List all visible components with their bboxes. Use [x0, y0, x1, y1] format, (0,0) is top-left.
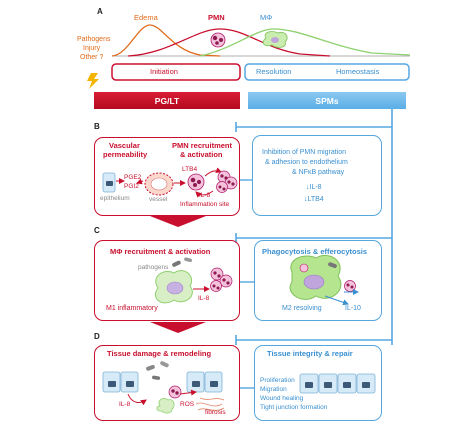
vascular-permeability-line2: permeability — [103, 150, 148, 159]
initiation-label: Initiation — [150, 67, 178, 76]
pgi2-label: PGI2 — [124, 183, 139, 190]
fibrosis-icon — [195, 397, 225, 411]
epithelium-label: epithelium — [100, 195, 130, 202]
initiation-phase-box — [111, 63, 241, 81]
ltb4-down-label: ↓LTB4 — [304, 196, 324, 203]
panel-d-right-box — [254, 345, 382, 421]
repair-item-migration: Migration — [260, 386, 287, 393]
m1-macrophage-icon — [154, 270, 193, 304]
phagocytosis-title: Phagocytosis & efferocytosis — [262, 247, 368, 256]
inhibition-line3: & NFκB pathway — [292, 169, 345, 176]
pathogens-label: pathogens — [138, 264, 169, 271]
ros-label: ROS — [180, 401, 195, 408]
spms-bar — [248, 92, 406, 109]
panel-c-right-box — [254, 240, 382, 321]
panel-c-left-graphics — [154, 257, 233, 304]
inflammation-site-label: Inflammation site — [180, 201, 230, 208]
lightning-icon — [87, 73, 99, 89]
panel-b-right-box — [252, 135, 382, 216]
pmn-recruitment-line1: PMN recruitment — [172, 141, 233, 150]
panel-label-a: A — [97, 7, 103, 16]
edema-label: Edema — [134, 13, 158, 22]
edema-curve — [111, 24, 221, 57]
repair-item-proliferation: Proliferation — [260, 377, 295, 384]
resolution-label: Resolution — [256, 67, 292, 76]
intact-epithelium-icon — [299, 373, 376, 394]
pmn-cell-icon — [168, 385, 182, 399]
panel-label-b: B — [94, 122, 100, 131]
il8-label-c: IL-8 — [198, 295, 210, 302]
damaged-epithelium-icon — [102, 371, 223, 393]
vessel-label: vessel — [149, 196, 168, 203]
pge2-label: PGE2 — [124, 174, 142, 181]
panel-d-left-box — [94, 345, 240, 421]
macrophage-curve — [199, 28, 411, 57]
pmn-curve — [127, 28, 331, 57]
m1-macrophage-icon — [156, 398, 175, 414]
m2-resolving-label: M2 resolving — [282, 305, 322, 312]
panel-label-c: C — [94, 226, 100, 235]
macrophage-recruitment-title: MΦ recruitment & activation — [110, 247, 211, 256]
macrophage-label: MΦ — [260, 13, 273, 22]
homeostasis-label: Homeostasis — [336, 67, 380, 76]
down-arrow-c-d — [150, 322, 206, 333]
repair-item-wound-healing: Wound healing — [260, 395, 304, 402]
panel-label-d: D — [94, 332, 100, 341]
il8-label-d: IL-8 — [119, 401, 131, 408]
pmn-cell-icon — [187, 173, 205, 191]
panel-b-left-graphics — [102, 167, 238, 198]
il10-label: IL-10 — [345, 305, 361, 312]
ltb4-label: LTB4 — [182, 166, 198, 173]
il8-down-label: ↓IL-8 — [306, 184, 322, 191]
panel-d-left-graphics — [102, 361, 225, 414]
pathogen-icon — [172, 260, 181, 267]
macrophage-cell-icon — [262, 31, 288, 48]
pmn-cell-icon — [210, 32, 226, 48]
trigger-injury: Injury — [83, 45, 101, 52]
down-arrow-b-c — [150, 216, 206, 227]
spms-bar-label: SPMs — [315, 95, 339, 106]
pg-lt-bar-label: PG/LT — [154, 95, 180, 106]
m2-macrophage-icon — [289, 254, 342, 300]
trigger-other: Other ? — [80, 54, 104, 61]
spm-inhibition-connectors — [235, 109, 393, 345]
pmn-cluster-icon — [216, 170, 238, 193]
tissue-integrity-title: Tissue integrity & repair — [267, 349, 353, 358]
time-course-curves — [87, 24, 411, 89]
pmn-cluster-icon — [210, 267, 233, 292]
pathogen-icon — [328, 262, 337, 269]
pg-lt-bar — [94, 92, 240, 109]
repair-item-tight-junction: Tight junction formation — [260, 404, 328, 411]
inhibition-line2: & adhesion to endothelium — [265, 159, 348, 166]
resolution-phase-box — [244, 63, 410, 81]
panel-b-left-box — [94, 137, 240, 216]
pmn-recruitment-line2: & activation — [180, 150, 223, 159]
fibrosis-label: fibrosis — [205, 409, 226, 416]
tissue-damage-title: Tissue damage & remodeling — [107, 349, 212, 358]
pmn-label: PMN — [208, 13, 225, 22]
trigger-pathogens: Pathogens — [77, 36, 111, 43]
panel-c-right-graphics — [289, 254, 359, 306]
il8-label-b: IL-8 — [199, 192, 211, 199]
m1-inflammatory-label: M1 inflammatory — [106, 305, 158, 312]
panel-c-left-box — [94, 240, 240, 321]
vascular-permeability-line1: Vascular — [109, 141, 140, 150]
inhibition-line1: Inhibition of PMN migration — [262, 149, 347, 156]
